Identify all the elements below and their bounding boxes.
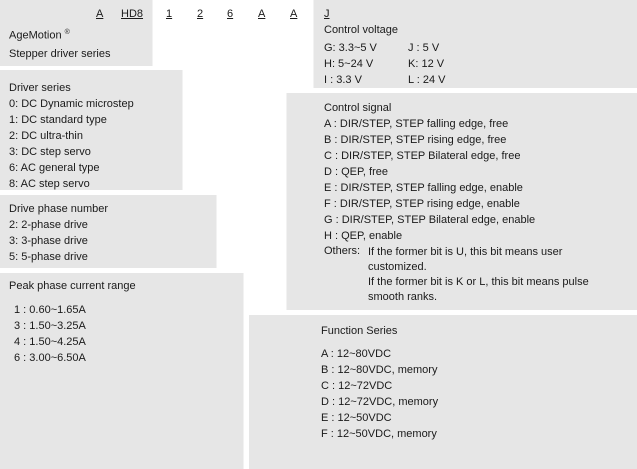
brand-block [0,0,153,66]
control-voltage-title: Control voltage [324,24,398,36]
code-brand: A [96,8,104,20]
voltage-option: L : 24 V [408,74,446,86]
list-item: 3: 3-phase drive [9,235,88,247]
control-voltage-block [313,0,637,88]
list-item: 2: 2-phase drive [9,219,88,231]
phase-number-title: Drive phase number [9,203,109,215]
list-item: E : DIR/STEP, STEP falling edge, enable [324,182,523,194]
phase-number-section: Drive phase number 2: 2-phase drive 3: 3… [9,201,108,265]
list-item: 8: AC step servo [9,178,90,190]
list-item: F : DIR/STEP, STEP rising edge, enable [324,198,520,210]
list-item: 1: DC standard type [9,114,107,126]
list-item: C : DIR/STEP, STEP Bilateral edge, free [324,150,521,162]
list-item: 3 : 1.50~3.25A [14,320,86,332]
code-control-signal: A [290,8,298,20]
voltage-option: J : 5 V [408,42,440,54]
others-line: If the former bit is U, this bit means u… [368,246,563,273]
list-item: A : 12~80VDC [321,348,392,360]
series-title: Stepper driver series [9,48,111,60]
code-control-voltage: J [324,8,330,20]
voltage-option: G: 3.3~5 V [324,42,377,54]
control-signal-title: Control signal [324,102,392,114]
control-signal-block [286,93,637,310]
peak-current-list: 1 : 0.60~1.65A 3 : 1.50~3.25A 4 : 1.50~4… [14,302,86,366]
registered-mark: ® [64,29,70,36]
driver-series-section: Driver series 0: DC Dynamic microstep 1:… [9,80,134,192]
function-series-list: A : 12~80VDC B : 12~80VDC, memory C : 12… [321,346,438,442]
list-item: F : 12~50VDC, memory [321,428,437,440]
voltage-option: K: 12 V [408,58,445,70]
brand-name: AgeMotion ® [9,26,70,43]
list-item: 6 : 3.00~6.50A [14,352,86,364]
list-item: 5: 5-phase drive [9,251,88,263]
voltage-option: H: 5~24 V [324,58,374,70]
peak-current-title: Peak phase current range [9,280,136,292]
list-item: D : QEP, free [324,166,388,178]
list-item: A : DIR/STEP, STEP falling edge, free [324,118,509,130]
function-series-title: Function Series [321,325,398,337]
list-item: B : DIR/STEP, STEP rising edge, free [324,134,507,146]
others-text: If the former bit is U, this bit means u… [368,245,618,305]
brand-name-text: AgeMotion [9,29,62,42]
list-item: H : QEP, enable [324,230,403,242]
list-item: 4 : 1.50~4.25A [14,336,86,348]
code-peak-current: 6 [227,8,234,20]
control-voltage-grid: G: 3.3~5 V J : 5 V H: 5~24 V K: 12 V I :… [324,40,488,88]
list-item: D : 12~72VDC, memory [321,396,439,408]
function-series-block [249,315,637,469]
control-signal-section: Control signal A : DIR/STEP, STEP fallin… [324,100,618,305]
code-series: HD8 [121,8,144,20]
others-line: If the former bit is K or L, this bit me… [368,276,589,303]
others-note: Others: If the former bit is U, this bit… [324,245,618,305]
list-item: G : DIR/STEP, STEP Bilateral edge, enabl… [324,214,536,226]
code-function-series: A [258,8,266,20]
peak-current-block [0,273,244,469]
list-item: 2: DC ultra-thin [9,130,83,142]
code-driver-series: 1 [166,8,173,20]
phase-number-block [0,195,217,268]
list-item: 1 : 0.60~1.65A [14,304,86,316]
list-item: 0: DC Dynamic microstep [9,98,134,110]
driver-series-title: Driver series [9,82,71,94]
list-item: 3: DC step servo [9,146,91,158]
list-item: B : 12~80VDC, memory [321,364,438,376]
driver-series-block [0,70,183,190]
code-phase-number: 2 [197,8,204,20]
voltage-option: I : 3.3 V [324,74,362,86]
list-item: 6: AC general type [9,162,100,174]
others-label: Others: [324,245,361,257]
list-item: C : 12~72VDC [321,380,393,392]
list-item: E : 12~50VDC [321,412,392,424]
